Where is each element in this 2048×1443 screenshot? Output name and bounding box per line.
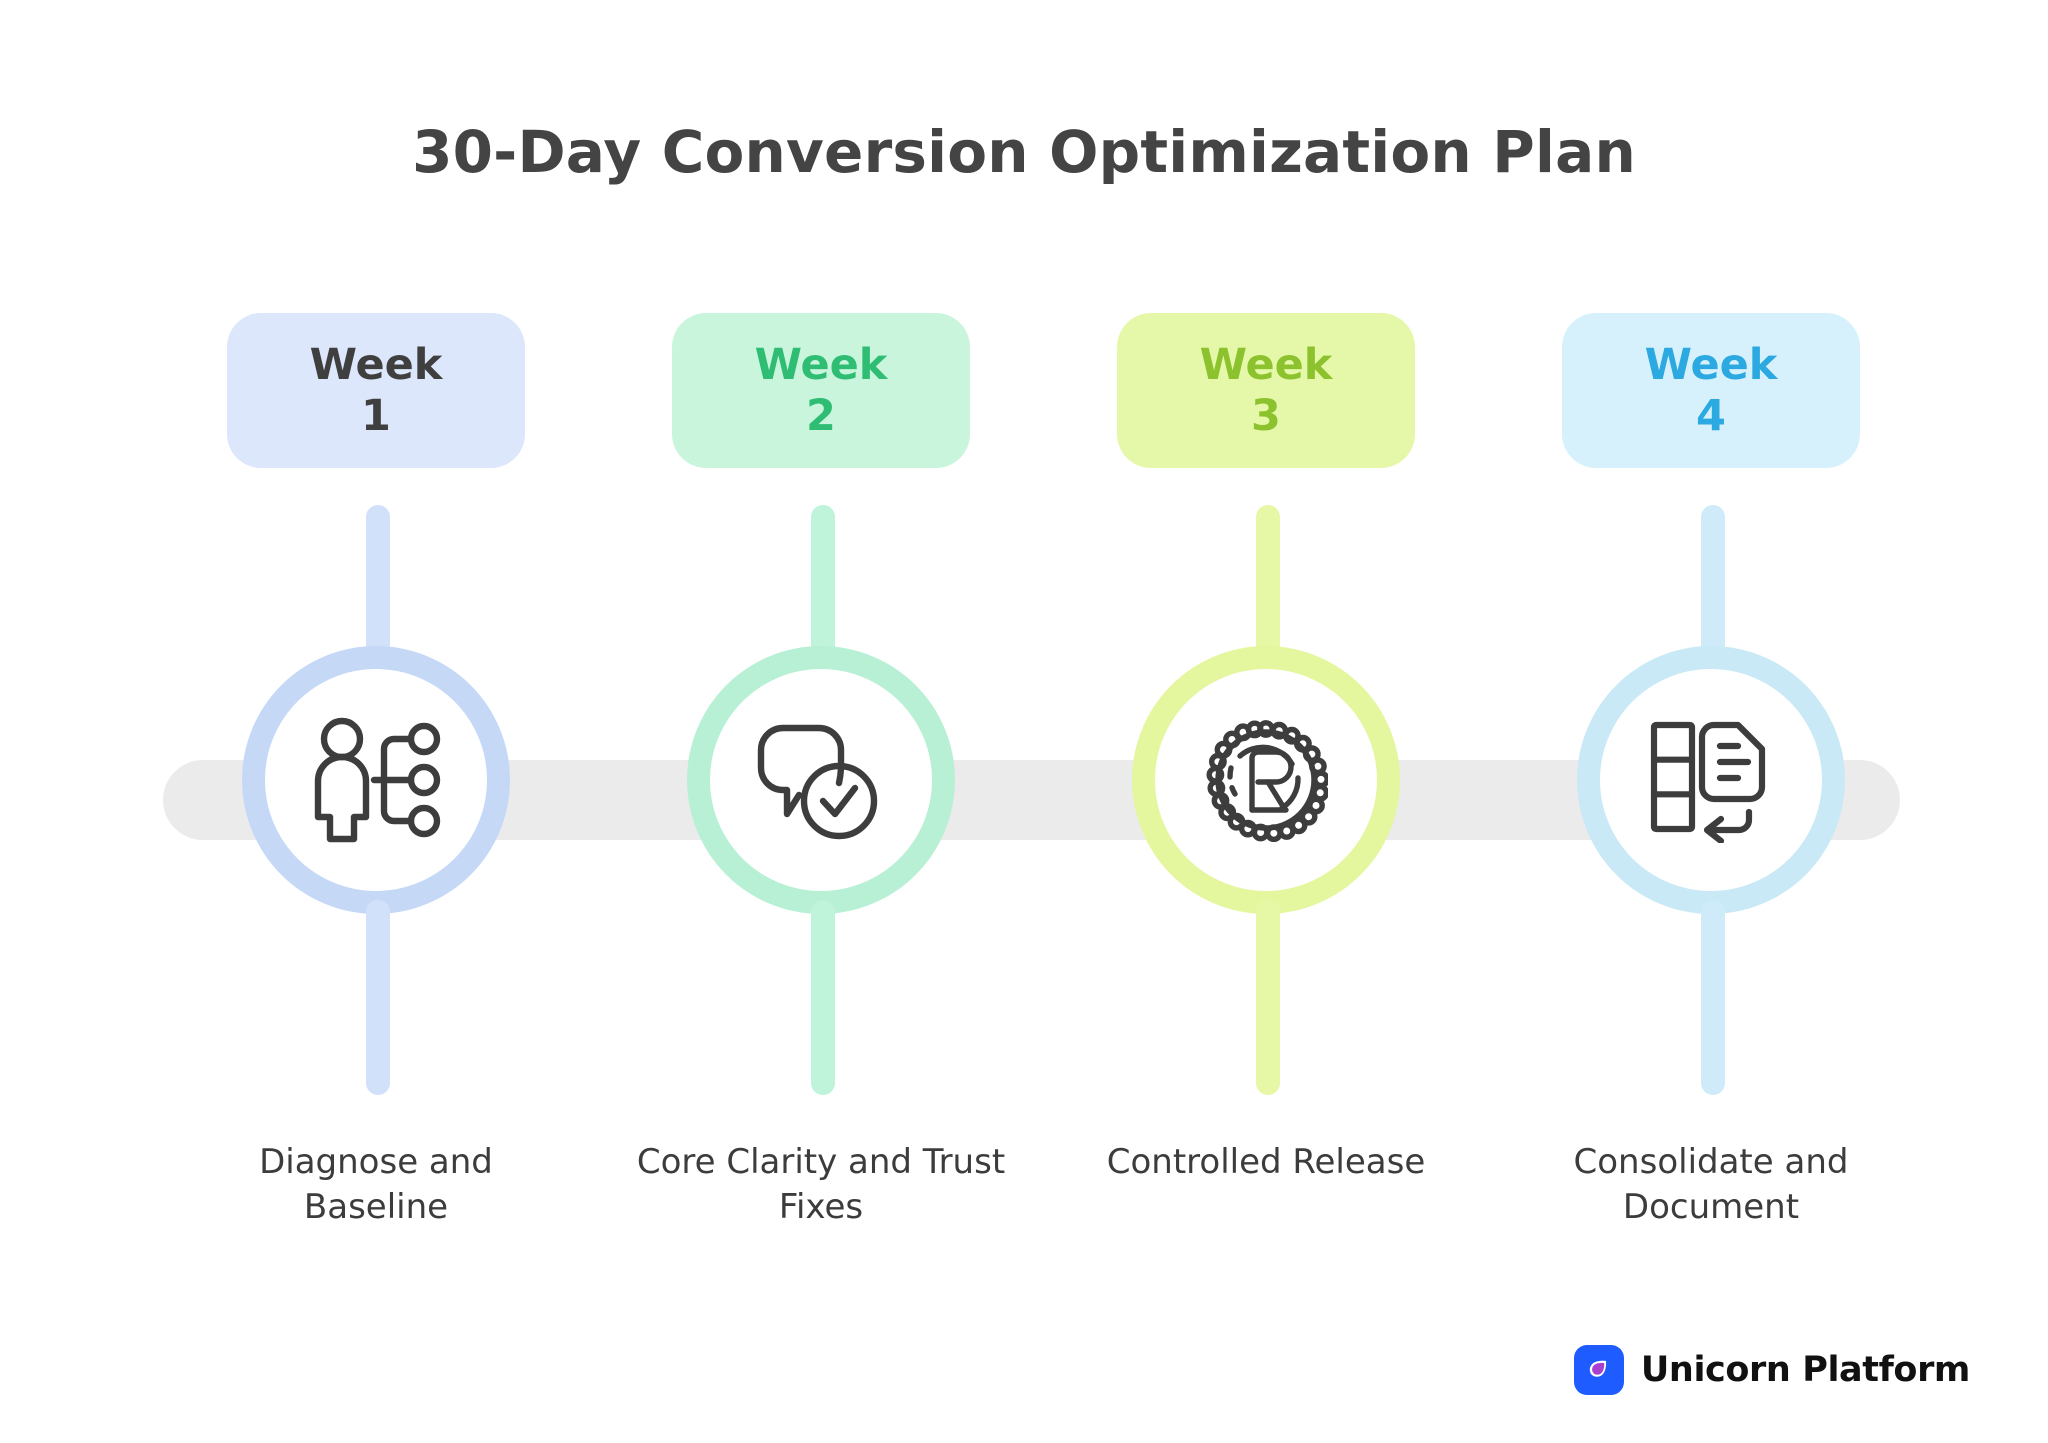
timeline-step-1: Week 1 (172, 0, 572, 1443)
user-branching-tree-icon (310, 717, 442, 843)
step-circle-inner-4 (1600, 669, 1822, 891)
step-caption-2: Core Clarity and Trust Fixes (636, 1142, 1006, 1227)
timeline-step-4: Week 4 (1507, 0, 1907, 1443)
step-circle-1[interactable] (242, 646, 510, 914)
connector-stem-bottom-4 (1701, 900, 1725, 1095)
step-circle-inner-3 (1155, 669, 1377, 891)
connector-stem-bottom-2 (811, 900, 835, 1095)
timeline-step-3: Week 3 (1062, 0, 1462, 1443)
week-badge-label-4: Week (1644, 339, 1778, 390)
week-badge-number-2: 2 (806, 390, 836, 441)
week-badge-3[interactable]: Week 3 (1117, 313, 1415, 468)
document-stack-return-icon (1646, 717, 1776, 843)
brand-footer[interactable]: Unicorn Platform (1573, 1345, 1970, 1395)
week-badge-label-2: Week (754, 339, 888, 390)
week-badge-label-1: Week (309, 339, 443, 390)
week-badge-number-3: 3 (1251, 390, 1281, 441)
week-badge-label-3: Week (1199, 339, 1333, 390)
step-circle-4[interactable] (1577, 646, 1845, 914)
step-circle-2[interactable] (687, 646, 955, 914)
connector-stem-bottom-3 (1256, 900, 1280, 1095)
week-badge-number-1: 1 (361, 390, 391, 441)
brand-name: Unicorn Platform (1640, 1350, 1970, 1390)
week-badge-2[interactable]: Week 2 (672, 313, 970, 468)
week-badge-4[interactable]: Week 4 (1562, 313, 1860, 468)
timeline-step-2: Week 2 Core Clarity and Trust Fixes (617, 0, 1017, 1443)
week-badge-1[interactable]: Week 1 (227, 313, 525, 468)
step-circle-inner-1 (265, 669, 487, 891)
connector-stem-bottom-1 (366, 900, 390, 1095)
step-caption-1: Diagnose and Baseline (259, 1142, 493, 1227)
step-caption-3: Controlled Release (1106, 1142, 1426, 1182)
gear-r-icon (1204, 718, 1328, 842)
step-circle-inner-2 (710, 669, 932, 891)
step-caption-4: Consolidate and Document (1573, 1142, 1849, 1227)
unicorn-droplet-logo-icon (1573, 1345, 1624, 1395)
step-circle-3[interactable] (1132, 646, 1400, 914)
week-badge-number-4: 4 (1696, 390, 1726, 441)
page-title: 30-Day Conversion Optimization Plan (412, 118, 1636, 186)
speech-bubble-check-icon (755, 717, 887, 843)
